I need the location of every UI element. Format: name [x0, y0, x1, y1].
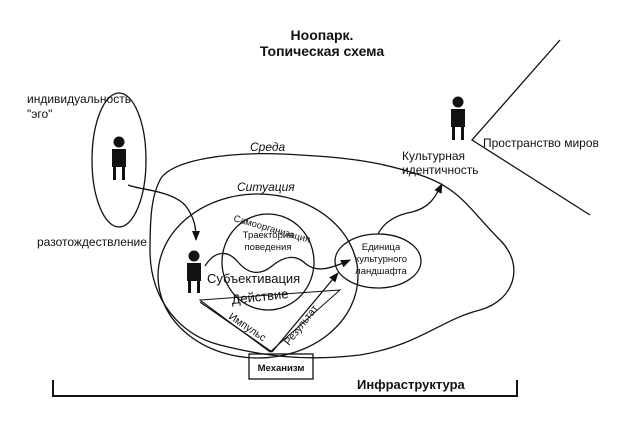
self-organization-ellipse: [221, 213, 315, 311]
disidentification-label: разотождествление: [37, 235, 147, 249]
individuality-label-line2: "эго": [27, 107, 52, 121]
diagram-title-line2: Топическая схема: [260, 43, 384, 59]
environment-label: Среда: [250, 140, 286, 154]
identity-arrow: [377, 183, 443, 235]
situation-label: Ситуация: [237, 180, 295, 194]
mechanism-box: [248, 353, 314, 380]
infrastructure-bracket: [52, 380, 518, 397]
infrastructure-label: Инфраструктура: [357, 377, 466, 392]
cultural-unit-label-line2: культурного: [355, 254, 407, 265]
disidentification-arrow: [127, 184, 200, 241]
impulse-label: Импульс: [226, 311, 268, 345]
environment-boundary: [149, 153, 515, 359]
diagram-title-line1: Ноопарк.: [291, 27, 354, 43]
cultural-unit-label-line1: Единица: [362, 242, 401, 253]
cultural-identity-label-line2: идентичность: [402, 163, 479, 177]
cultural-unit-label-line3: ландшафта: [355, 266, 407, 277]
action-label: Действие: [231, 286, 289, 307]
space-of-worlds-boundary: [471, 39, 591, 216]
mechanism-label: Механизм: [258, 363, 305, 374]
trajectory-label-line1: Траектория: [243, 230, 294, 241]
result-label: Результат: [282, 303, 321, 348]
subjectivation-label: Субъективация: [207, 271, 300, 286]
person-icon: [451, 96, 465, 140]
behavior-trajectory-arrow: [204, 252, 351, 273]
individuality-label-line1: индивидуальность: [27, 92, 131, 106]
person-icon: [112, 136, 126, 180]
individuality-ellipse: [91, 92, 147, 228]
space-of-worlds-label: Пространство миров: [483, 136, 599, 150]
situation-ellipse: [157, 193, 359, 359]
impulse-line: [199, 301, 273, 353]
cultural-identity-label-line1: Культурная: [402, 149, 465, 163]
trajectory-label-line2: поведения: [245, 242, 292, 253]
result-arrow: [271, 272, 339, 353]
person-icon: [187, 250, 201, 293]
